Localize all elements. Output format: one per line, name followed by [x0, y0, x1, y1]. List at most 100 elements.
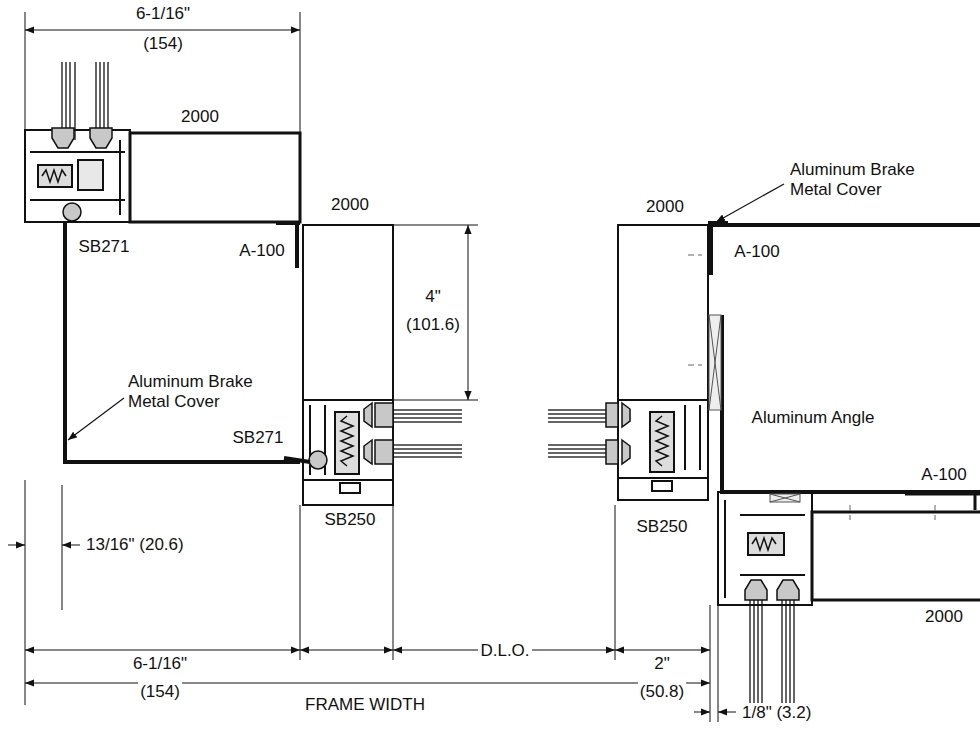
part-label: SB271	[230, 428, 285, 448]
glazing-gasket	[745, 580, 767, 600]
dimension-line	[25, 30, 300, 31]
leader-line	[68, 184, 784, 440]
shim	[709, 315, 721, 410]
part-label: Aluminum Brake Metal Cover	[788, 160, 942, 200]
mullion-profile	[618, 400, 708, 500]
glass-lite	[393, 410, 462, 457]
part-label: A-100	[732, 242, 781, 262]
mullion-profile	[650, 412, 674, 472]
dimension-line	[718, 712, 736, 713]
glazing-gasket	[606, 403, 618, 427]
mullion-profile	[303, 400, 812, 605]
part-label: 2000	[179, 107, 221, 127]
dimension-line	[393, 225, 478, 400]
mullion-profile	[656, 416, 668, 466]
glazing-gasket	[90, 128, 112, 148]
center-line	[688, 255, 935, 520]
mullion-profile	[25, 130, 130, 222]
dimension-label: 6-1/16"	[131, 654, 189, 674]
dimension-line	[468, 225, 469, 400]
shim	[770, 494, 800, 502]
part-label: Aluminum Angle	[750, 408, 877, 428]
glazing-gasket	[309, 451, 327, 469]
mullion-profile	[748, 533, 784, 555]
mullion-profile	[340, 483, 360, 493]
mullion-profile	[30, 140, 125, 215]
glazing-gasket	[63, 203, 81, 221]
glazing-gasket	[364, 440, 372, 464]
dimension-line	[694, 712, 710, 713]
dimension-label: FRAME WIDTH	[303, 695, 427, 715]
part-label: 2000	[923, 607, 965, 627]
dimension-label: 13/16" (20.6)	[84, 535, 186, 555]
dimension-line	[8, 12, 736, 722]
shim	[709, 315, 721, 410]
part-label: SB271	[76, 237, 131, 257]
dimension-line	[25, 480, 718, 722]
brake-metal-cover	[65, 222, 300, 462]
dimension-line	[8, 545, 25, 546]
glass-lite	[62, 62, 794, 712]
a100-angle	[276, 223, 980, 510]
mullion-profile	[618, 405, 708, 478]
mullion-profile	[25, 130, 130, 222]
tube-member	[130, 133, 980, 600]
glazing-gasket	[52, 128, 74, 148]
glazing-gasket	[52, 128, 112, 221]
dimension-label: (154)	[141, 34, 185, 54]
glass-lite	[750, 600, 794, 712]
mullion-profile	[335, 412, 359, 474]
mullion-profile	[652, 481, 672, 491]
dimension-label: 6-1/16"	[134, 4, 192, 24]
part-label: A-100	[919, 465, 968, 485]
part-label: A-100	[237, 241, 286, 261]
dimension-label: 4"	[423, 287, 443, 307]
tube-member	[130, 133, 300, 222]
dimension-line	[615, 650, 710, 651]
mullion-profile	[752, 538, 776, 550]
glazing-gasket	[622, 403, 630, 427]
dimension-label: (154)	[138, 682, 182, 702]
glazing-gasket	[375, 403, 393, 427]
dimension-label: D.L.O.	[478, 641, 531, 661]
tube-member	[303, 225, 393, 400]
a100-angle	[708, 223, 728, 275]
brake-metal-cover	[708, 223, 980, 227]
part-label: SB250	[322, 510, 377, 530]
glazing-gasket	[622, 440, 630, 464]
glazing-gasket	[309, 403, 799, 600]
part-label: 2000	[329, 195, 371, 215]
dimension-line	[300, 650, 393, 651]
tube-member	[618, 225, 708, 400]
brake-metal-cover	[284, 458, 310, 462]
leader-line	[716, 184, 784, 222]
mullion-profile	[341, 416, 353, 466]
tube-member	[812, 512, 980, 600]
center-line	[688, 255, 935, 520]
mullion-profile	[78, 160, 103, 190]
aluminum-angle	[722, 315, 980, 492]
glazing-gasket	[364, 403, 372, 427]
dimension-line	[25, 12, 300, 133]
mullion-profile	[303, 400, 393, 505]
leader-line	[68, 398, 124, 440]
glazing-gasket	[777, 580, 799, 600]
dimension-line	[25, 683, 710, 684]
glazing-gasket	[375, 440, 393, 464]
mullion-profile	[718, 492, 812, 605]
shim	[770, 494, 800, 502]
mullion-profile	[42, 170, 66, 182]
part-label: 2000	[644, 197, 686, 217]
part-label: Aluminum Brake Metal Cover	[126, 372, 280, 412]
aluminum-angle	[722, 315, 980, 492]
a100-angle	[905, 494, 980, 510]
dimension-label: (101.6)	[404, 315, 462, 335]
dimension-line	[25, 650, 300, 651]
dimension-label: 2"	[652, 654, 672, 674]
dimension-label: (50.8)	[638, 682, 686, 702]
dimension-line	[62, 545, 80, 546]
dimension-label: 1/8" (3.2)	[740, 703, 813, 723]
glazing-gasket	[606, 440, 618, 464]
